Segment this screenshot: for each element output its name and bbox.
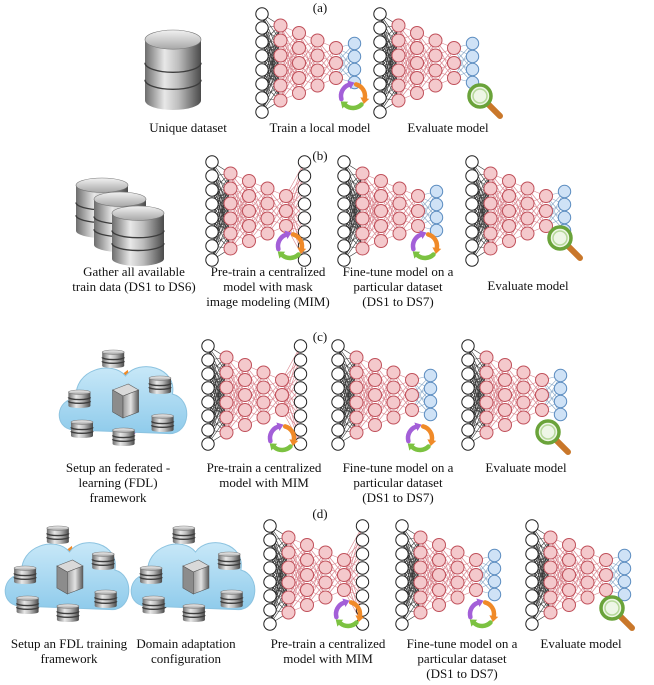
- network-evaluate-a: [373, 7, 480, 119]
- magnifier-icon: [467, 83, 503, 119]
- database-icon: [141, 595, 166, 615]
- label-gather-data: Gather all available train data (DS1 to …: [72, 264, 196, 294]
- database-icon: [144, 29, 202, 110]
- database-icon: [56, 603, 80, 623]
- server-icon: [182, 559, 210, 595]
- panel-a-title: (a): [312, 0, 328, 15]
- label-train-local-model: Train a local model: [269, 120, 371, 135]
- label-finetune-c: Fine-tune model on a particular dataset …: [342, 460, 454, 505]
- label-evaluate-model-a: Evaluate model: [407, 120, 489, 135]
- label-pretrain-mim-c: Pre-train a centralized model with MIM: [206, 460, 322, 490]
- database-icon: [15, 595, 40, 615]
- label-finetune-b: Fine-tune model on a particular dataset …: [342, 264, 454, 309]
- network-pretrain-b: [205, 155, 312, 267]
- database-icon: [172, 525, 196, 545]
- label-evaluate-model-b: Evaluate model: [487, 278, 569, 293]
- database-icon: [91, 551, 115, 571]
- label-finetune-d: Fine-tune model on a particular dataset …: [406, 636, 518, 681]
- database-icon: [46, 525, 70, 545]
- label-unique-dataset: Unique dataset: [149, 120, 227, 135]
- panel-d-title: (d): [312, 506, 328, 521]
- training-cycle-icon: [275, 230, 307, 261]
- training-cycle-icon: [467, 598, 499, 629]
- label-setup-fdl-d: Setup an FDL training framework: [10, 636, 128, 666]
- database-icon: [67, 389, 92, 408]
- database-icon: [217, 551, 241, 571]
- label-setup-fdl-c: Setup an federated - learning (FDL) fram…: [65, 460, 171, 505]
- database-icon: [111, 427, 136, 446]
- panel-b-title: (b): [312, 148, 328, 163]
- network-pretrain-c: [201, 339, 308, 451]
- magnifier-icon: [535, 419, 571, 455]
- database-icon: [139, 565, 163, 585]
- database-icon: [94, 589, 118, 609]
- training-cycle-icon: [267, 422, 299, 453]
- network-evaluate-c: [461, 339, 568, 451]
- training-cycle-icon: [333, 598, 365, 629]
- training-cycle-icon: [338, 80, 370, 111]
- network-evaluate-b: [465, 155, 572, 267]
- network-pretrain-d: [263, 519, 370, 631]
- database-icon: [220, 589, 244, 609]
- database-icon: [182, 603, 206, 623]
- magnifier-icon: [599, 595, 635, 631]
- database-icon: [13, 565, 37, 585]
- network-train-local: [255, 7, 362, 119]
- training-cycle-icon: [405, 422, 437, 453]
- label-pretrain-mim-d: Pre-train a centralized model with MIM: [270, 636, 386, 666]
- network-evaluate-d: [525, 519, 632, 631]
- database-icon: [101, 349, 125, 368]
- label-domain-adaptation: Domain adaptation configuration: [136, 636, 236, 666]
- server-icon: [111, 383, 140, 419]
- label-evaluate-model-c: Evaluate model: [485, 460, 567, 475]
- server-icon: [56, 559, 84, 595]
- training-cycle-icon: [410, 230, 442, 261]
- magnifier-icon: [547, 225, 583, 261]
- network-finetune-c: [331, 339, 438, 451]
- database-icon: [150, 413, 175, 432]
- label-pretrain-mim-b: Pre-train a centralized model with mask …: [206, 264, 330, 309]
- database-icon: [148, 375, 172, 394]
- network-finetune-b: [337, 155, 444, 267]
- network-finetune-d: [395, 519, 502, 631]
- database-icon: [70, 419, 94, 438]
- panel-c-title: (c): [312, 329, 328, 344]
- database-icon: [111, 205, 165, 266]
- label-evaluate-model-d: Evaluate model: [540, 636, 622, 651]
